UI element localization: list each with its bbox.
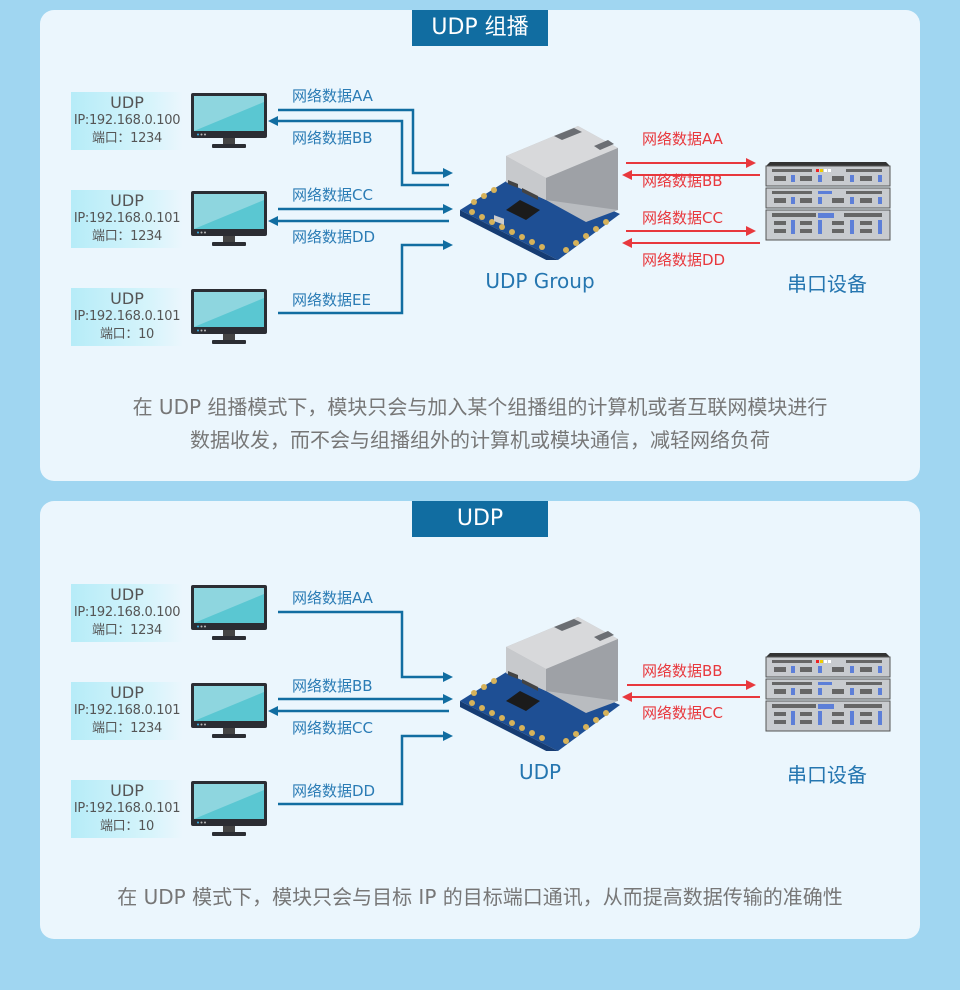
client-port: 端口：1234 xyxy=(92,623,162,638)
client-label-2: UDP IP:192.168.0.101 端口：1234 xyxy=(71,682,183,740)
description-line-1: 在 UDP 模式下，模块只会与目标 IP 的目标端口通讯，从而提高数据传输的准确… xyxy=(117,885,843,909)
data-flow-wires xyxy=(268,108,760,315)
data-label-dd: 网络数据DD xyxy=(292,228,376,246)
monitor-icon xyxy=(191,683,267,738)
client-label-1: UDP IP:192.168.0.100 端口：1234 xyxy=(71,584,183,642)
module-caption: UDP xyxy=(518,760,562,784)
client-ip: IP:192.168.0.101 xyxy=(73,309,181,324)
serial-label-bb: 网络数据BB xyxy=(642,662,723,680)
client-protocol: UDP xyxy=(110,683,144,702)
serial-label-aa: 网络数据AA xyxy=(642,130,723,148)
monitor-icon xyxy=(191,289,267,344)
device-caption: 串口设备 xyxy=(787,272,867,296)
monitor-icon xyxy=(191,781,267,836)
serial-label-cc: 网络数据CC xyxy=(642,209,723,227)
client-port: 端口：1234 xyxy=(92,229,162,244)
description-line-1: 在 UDP 组播模式下，模块只会与加入某个组播组的计算机或者互联网模块进行 xyxy=(132,395,828,419)
data-label-bb: 网络数据BB xyxy=(292,677,373,695)
data-label-cc: 网络数据CC xyxy=(292,186,373,204)
serial-label-cc: 网络数据CC xyxy=(642,704,723,722)
udp-panel: UDP UDP IP:192.168.0.100 端口：1234 UDP IP:… xyxy=(40,501,920,939)
monitor-icon xyxy=(191,191,267,246)
module-caption: UDP Group xyxy=(485,269,595,293)
client-ip: IP:192.168.0.100 xyxy=(73,605,181,620)
description-line-2: 数据收发，而不会与组播组外的计算机或模块通信，减轻网络负荷 xyxy=(190,428,770,452)
client-ip: IP:192.168.0.100 xyxy=(73,113,181,128)
client-protocol: UDP xyxy=(110,585,144,604)
client-label-3: UDP IP:192.168.0.101 端口：10 xyxy=(71,288,183,346)
serial-device-server-icon xyxy=(765,653,891,732)
serial-device-server-icon xyxy=(765,162,891,241)
client-port: 端口：10 xyxy=(99,327,155,342)
device-caption: 串口设备 xyxy=(787,763,867,787)
udp-multicast-panel: UDP 组播 UDP IP:192.168.0.100 端口：1234 UDP … xyxy=(40,10,920,481)
client-ip: IP:192.168.0.101 xyxy=(73,801,181,816)
client-protocol: UDP xyxy=(110,781,144,800)
client-port: 端口：1234 xyxy=(92,131,162,146)
client-protocol: UDP xyxy=(110,93,144,112)
data-label-bb: 网络数据BB xyxy=(292,129,373,147)
client-label-2: UDP IP:192.168.0.101 端口：1234 xyxy=(71,190,183,248)
panel-title: UDP xyxy=(412,501,548,537)
data-flow-wires xyxy=(268,610,760,806)
monitor-icon xyxy=(191,585,267,640)
serial-label-bb: 网络数据BB xyxy=(642,172,723,190)
client-label-3: UDP IP:192.168.0.101 端口：10 xyxy=(71,780,183,838)
data-label-aa: 网络数据AA xyxy=(292,589,373,607)
client-port: 端口：10 xyxy=(99,819,155,834)
client-protocol: UDP xyxy=(110,191,144,210)
data-label-ee: 网络数据EE xyxy=(292,291,371,309)
data-label-dd: 网络数据DD xyxy=(292,782,376,800)
client-port: 端口：1234 xyxy=(92,721,162,736)
panel-title: UDP 组播 xyxy=(412,10,548,46)
client-ip: IP:192.168.0.101 xyxy=(73,211,181,226)
client-ip: IP:192.168.0.101 xyxy=(73,703,181,718)
ethernet-module-icon xyxy=(460,617,620,751)
ethernet-module-icon xyxy=(460,126,620,260)
monitor-icon xyxy=(191,93,267,148)
serial-label-dd: 网络数据DD xyxy=(642,251,726,269)
data-label-cc: 网络数据CC xyxy=(292,719,373,737)
client-protocol: UDP xyxy=(110,289,144,308)
client-label-1: UDP IP:192.168.0.100 端口：1234 xyxy=(71,92,183,150)
data-label-aa: 网络数据AA xyxy=(292,87,373,105)
